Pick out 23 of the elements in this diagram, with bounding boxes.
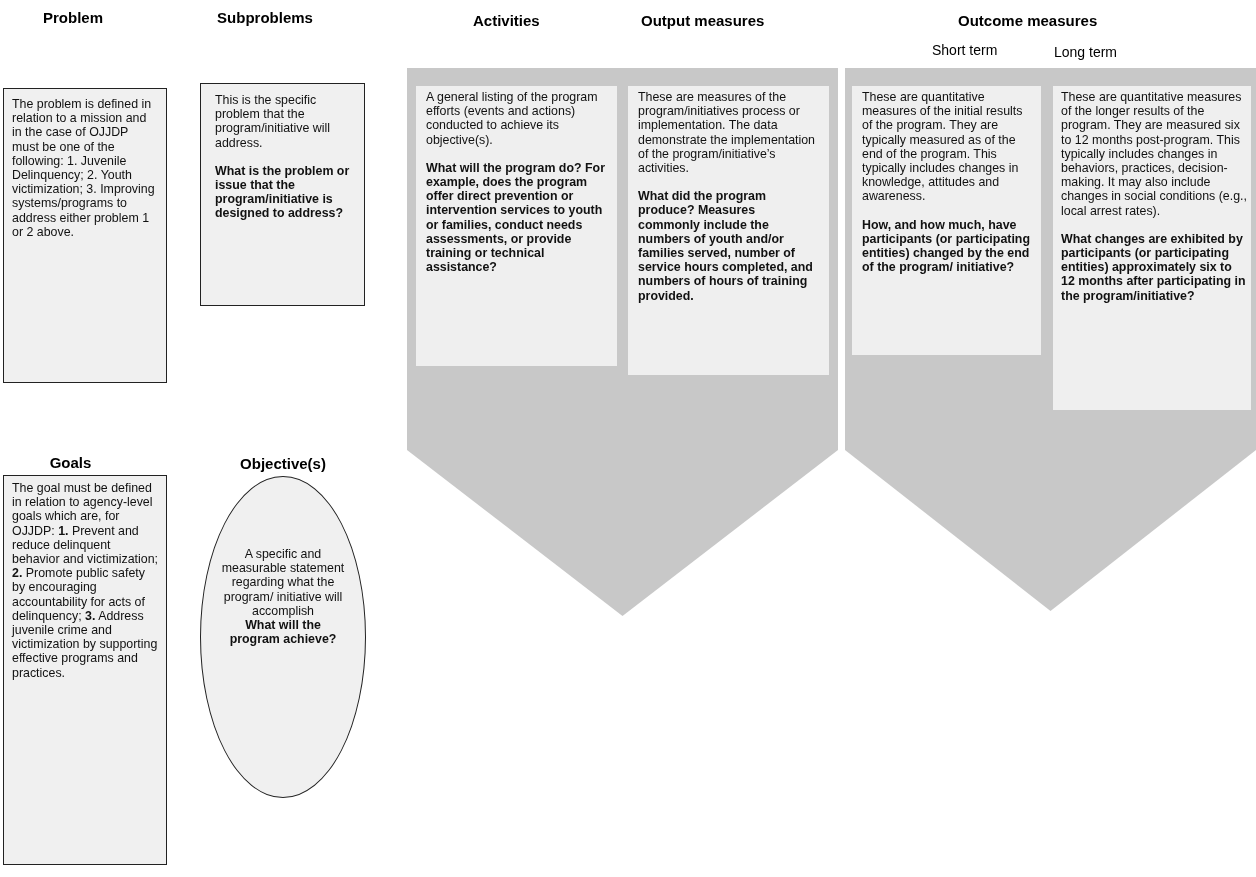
guiding-question: How, and how much, have participants (or participating entities) changed by the end of the program/ initiative?: [862, 217, 1031, 275]
guiding-question: What did the program produce? Measures commonly include the numbers of youth and/or families served, number of service hours completed, and numbers of hours of training provided.: [638, 189, 814, 303]
column-heading: Problem: [42, 9, 104, 26]
column-heading: Outcome measures: [958, 12, 1098, 29]
column-heading: Goals: [48, 454, 93, 471]
description-text: A specific and measurable statement regarding what the program/ initiative will accomplish: [220, 547, 346, 618]
guiding-question: What will the program do? For example, does the program offer direct prevention or intervention services to youth or families, conduct needs assessments, or provide training or technical assistance?: [426, 160, 606, 275]
subheading: Short term: [932, 42, 998, 58]
column-heading: Subproblems: [216, 9, 314, 26]
description-text: These are quantitative measures of the initial results of the program. They are typically measured as of the end of the program. This typically includes changes in knowledge, attitudes and awareness.: [862, 90, 1024, 204]
description-text: The goal must be defined in relation to agency-level goals which are, for OJJDP: 1. Prevent and reduce delinquent behavior and victimization; 2. Promote public safety by encouraging accountability for acts of delinquency; 3. Address juvenile crime and victimization by supporting effective programs and practices.: [12, 481, 159, 680]
description-text: These are measures of the program/initiatives process or implementation. The data demonstrate the implementation of the program/initiative’s activities.: [638, 90, 816, 176]
column-heading: Objective(s): [239, 455, 327, 472]
column-heading: Activities: [473, 12, 540, 29]
description-text: These are quantitative measures of the longer results of the program. They are measured six to 12 months post-program. This typically includes changes in behaviors, practices, decision-making. It may also include changes in social conditions (e.g., local arrest rates).: [1061, 90, 1247, 218]
description-text: A general listing of the program efforts (events and actions) conducted to achieve its objective(s).: [426, 90, 599, 147]
description-text: The problem is defined in relation to a mission and in the case of OJJDP must be one of the following: 1. Juvenile Delinquency; 2. Youth victimization; 3. Improving systems/programs to address either problem 1 or 2 above.: [12, 97, 156, 240]
guiding-question: What changes are exhibited by participants (or participating entities) approximately six to 12 months after participating in the program/initiative?: [1061, 231, 1247, 303]
guiding-question: What is the problem or issue that the program/initiative is designed to address?: [215, 163, 351, 221]
column-heading: Output measures: [641, 12, 765, 29]
description-text: This is the specific problem that the program/initiative will address.: [215, 93, 331, 150]
subheading: Long term: [1054, 44, 1118, 60]
guiding-question: What will the program achieve?: [228, 618, 338, 647]
